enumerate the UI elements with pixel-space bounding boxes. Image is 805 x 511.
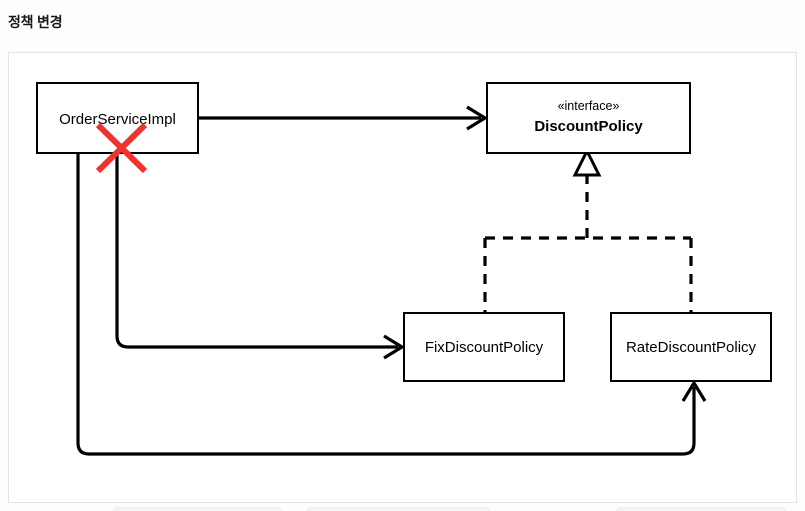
- edge-uses-fix-discount-policy: [115, 153, 406, 360]
- node-discount-policy[interactable]: «interface» DiscountPolicy: [486, 82, 691, 154]
- ghost-card-3: [615, 507, 787, 511]
- node-label-discount-policy: DiscountPolicy: [534, 118, 643, 135]
- ghost-card-2: [305, 507, 491, 511]
- diagram-frame: OrderServiceImpl «interface» DiscountPol…: [8, 52, 797, 503]
- node-label-order-service-impl: OrderServiceImpl: [59, 111, 176, 128]
- node-label-fix-discount-policy: FixDiscountPolicy: [425, 339, 544, 356]
- edge-realization-tree: [483, 147, 693, 313]
- node-stereotype-discount-policy: «interface»: [558, 99, 620, 113]
- ghost-card-1: [112, 507, 282, 511]
- uml-class-diagram: OrderServiceImpl «interface» DiscountPol…: [36, 82, 772, 456]
- node-order-service-impl[interactable]: OrderServiceImpl: [36, 82, 199, 174]
- node-label-rate-discount-policy: RateDiscountPolicy: [626, 339, 757, 356]
- page-title: 정책 변경: [8, 14, 63, 30]
- node-fix-discount-policy[interactable]: FixDiscountPolicy: [403, 312, 565, 382]
- edge-uses-discount-policy: [198, 105, 489, 131]
- invalid-cross-icon: [95, 122, 148, 174]
- node-rate-discount-policy[interactable]: RateDiscountPolicy: [610, 312, 772, 382]
- edge-uses-rate-discount-policy: [76, 153, 707, 456]
